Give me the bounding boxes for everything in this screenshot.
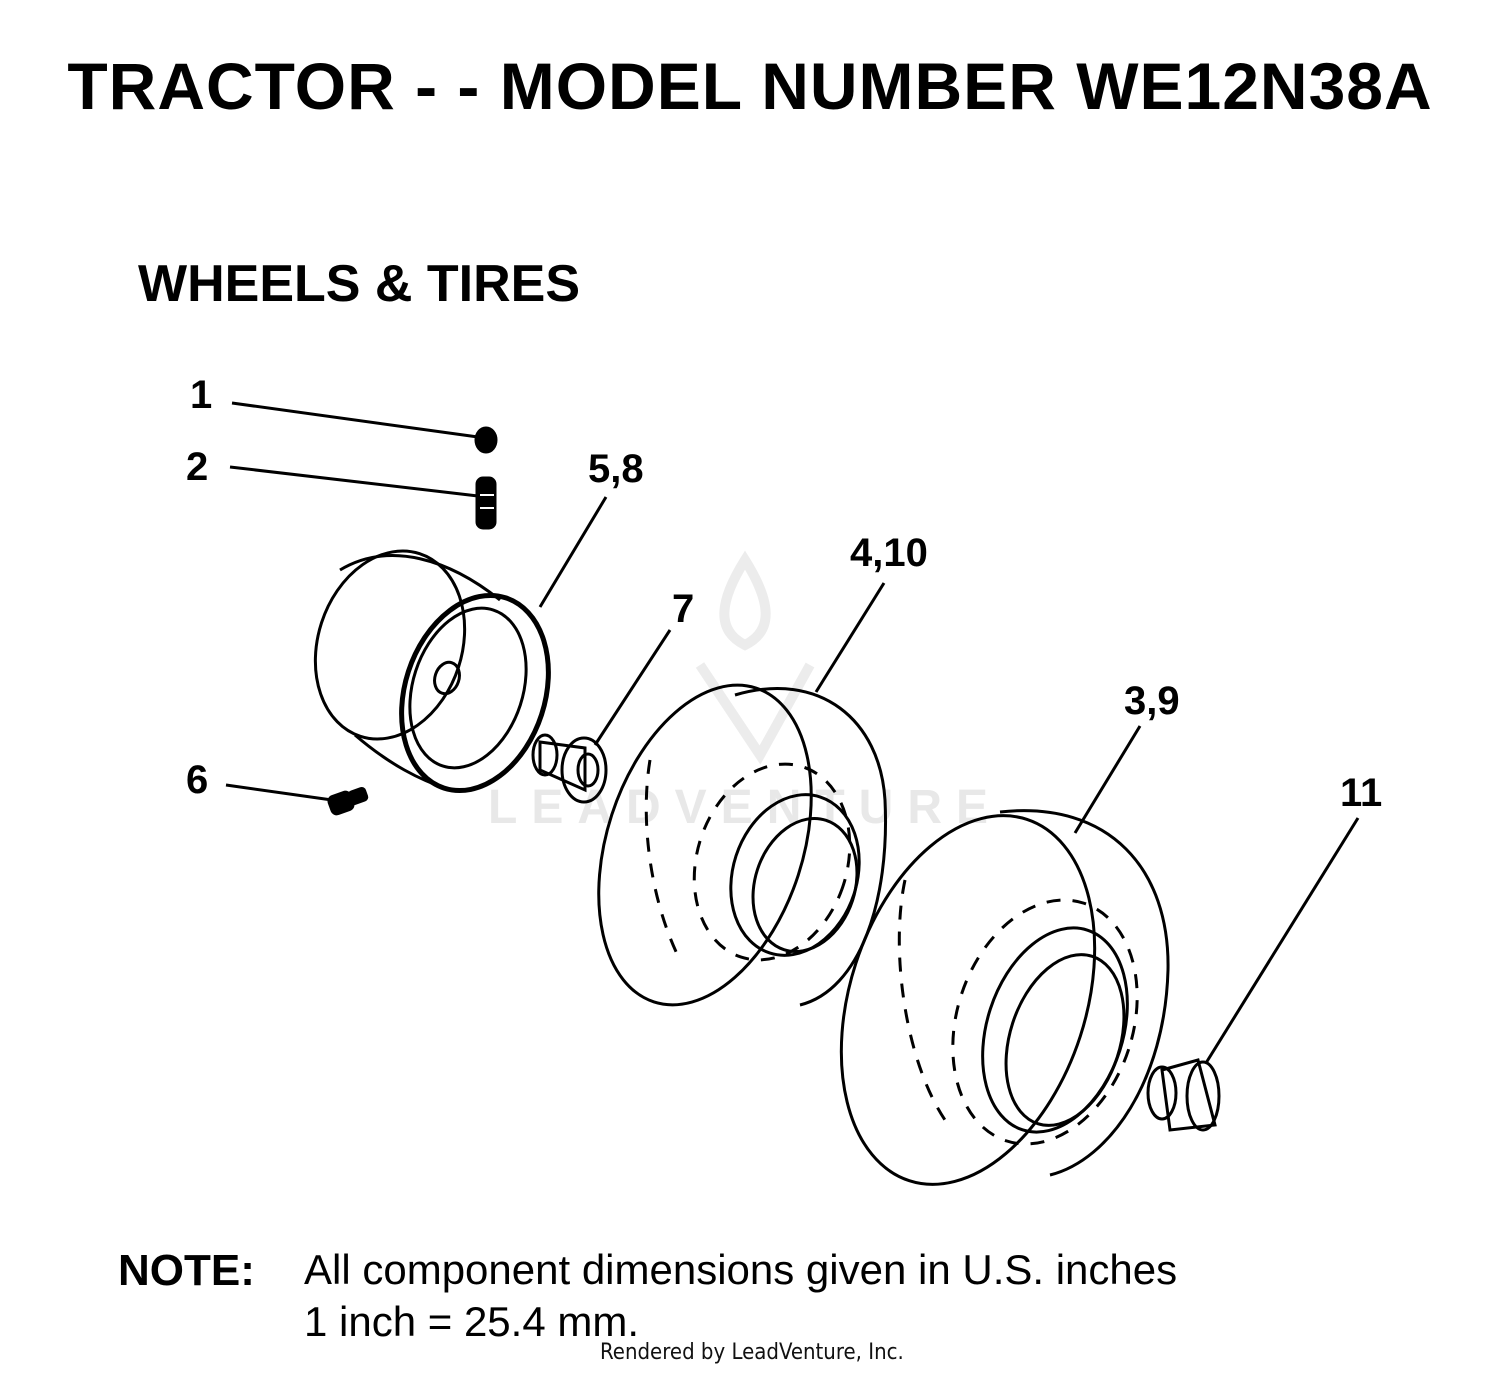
page-title: TRACTOR - - MODEL NUMBER WE12N38A — [67, 49, 1433, 123]
section-title: WHEELS & TIRES — [138, 255, 581, 313]
bearing-part — [1146, 1058, 1221, 1132]
note-label: NOTE: — [118, 1246, 255, 1295]
valve-stem-part — [475, 476, 497, 530]
note-line-2: 1 inch = 25.4 mm. — [304, 1298, 639, 1345]
bushing-part — [531, 733, 608, 804]
leader-lines — [225, 401, 1360, 1064]
callout-7: 7 — [672, 587, 694, 631]
callout-3-9: 3,9 — [1124, 679, 1180, 723]
callout-4-10: 4,10 — [850, 531, 928, 575]
note-line-1: All component dimensions given in U.S. i… — [304, 1246, 1178, 1293]
callout-1: 1 — [190, 373, 212, 417]
rear-tire-part — [839, 809, 1170, 1186]
footer-credit: Rendered by LeadVenture, Inc. — [600, 1340, 904, 1365]
callout-6: 6 — [186, 758, 208, 802]
callout-11: 11 — [1340, 771, 1382, 815]
leadventure-logo-watermark — [695, 550, 815, 765]
watermark-text: LEADVENTURE — [488, 781, 1003, 834]
callout-2: 2 — [186, 445, 208, 489]
front-tire-part — [597, 683, 888, 1007]
callout-5-8: 5,8 — [588, 447, 644, 491]
valve-cap-part — [474, 426, 498, 454]
wheel-rim-part — [313, 549, 551, 794]
lug-bolt-part — [327, 786, 369, 816]
